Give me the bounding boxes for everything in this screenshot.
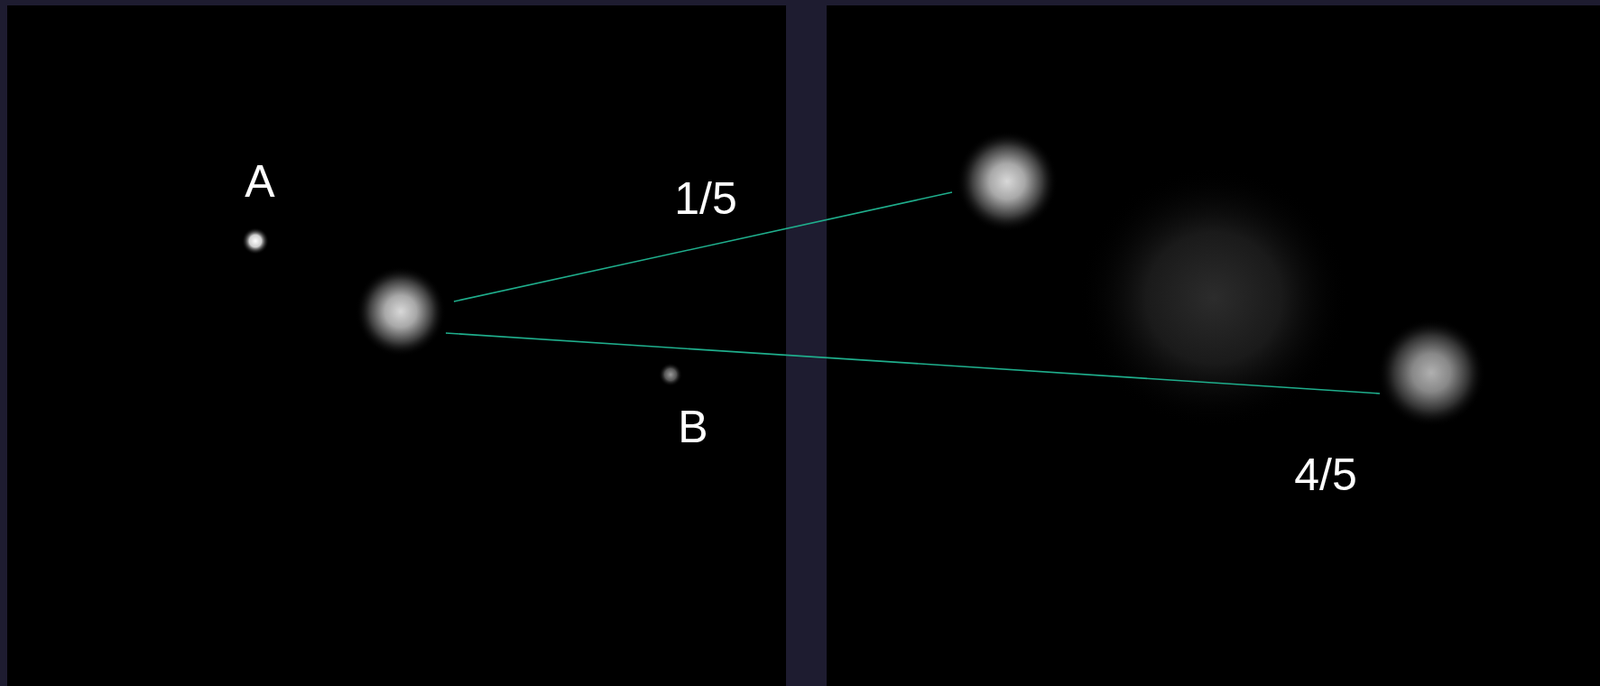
source-b bbox=[658, 362, 683, 387]
source-panel bbox=[7, 5, 787, 686]
image-panel bbox=[826, 5, 1600, 686]
image-one bbox=[956, 130, 1058, 232]
image-two bbox=[1377, 318, 1486, 427]
magnification-label: 4/5 bbox=[1294, 452, 1358, 498]
leader-line bbox=[445, 332, 1380, 394]
source-label: B bbox=[677, 404, 708, 450]
lens-source bbox=[355, 266, 446, 357]
magnification-label: 1/5 bbox=[674, 175, 738, 222]
source-label: A bbox=[244, 158, 275, 204]
source-a bbox=[241, 227, 269, 255]
